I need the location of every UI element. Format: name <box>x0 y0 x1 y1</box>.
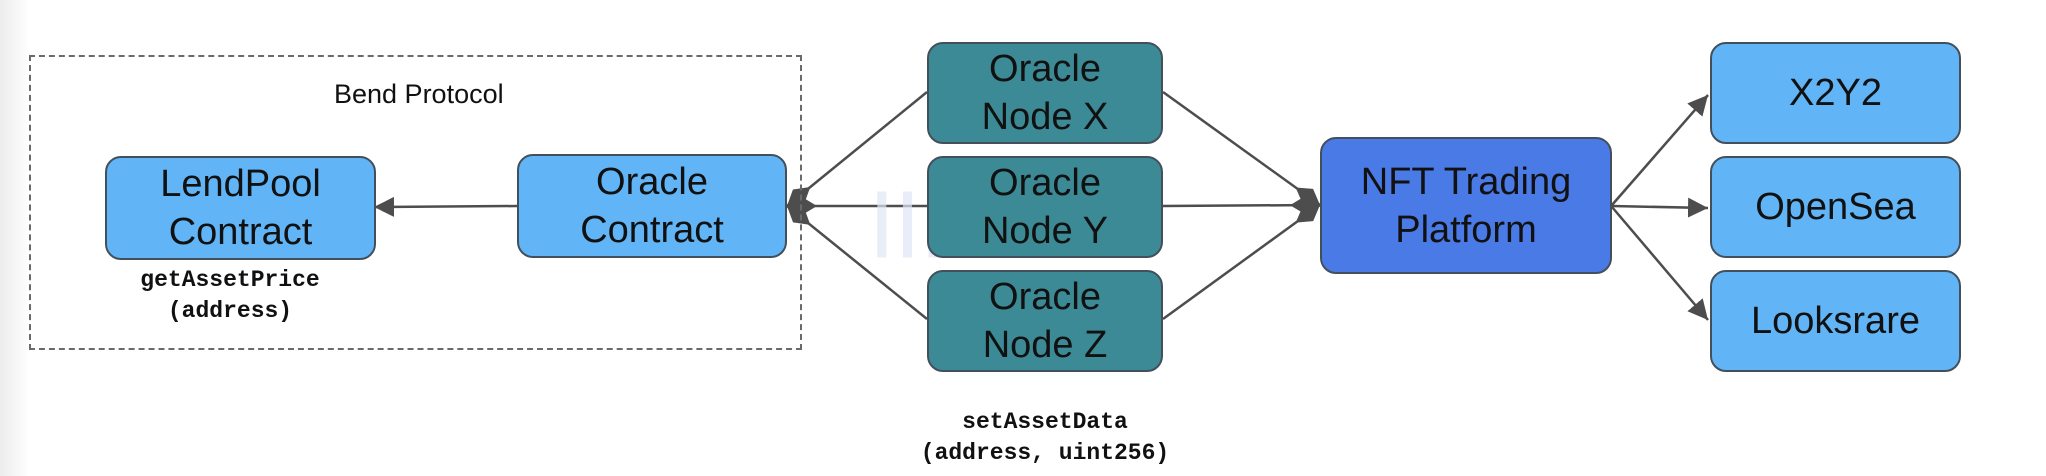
oracle-node-z: Oracle Node Z <box>927 270 1163 372</box>
looksrare-node: Looksrare <box>1710 270 1961 372</box>
oracle-node-y: Oracle Node Y <box>927 156 1163 258</box>
edge-node-x-to-oracle-contract <box>786 91 928 207</box>
get-asset-price-label: getAssetPrice (address) <box>140 267 320 324</box>
edge-platform-to-x2y2 <box>1611 94 1709 206</box>
edge-node-z-to-platform <box>1162 203 1321 321</box>
edge-node-y-to-platform <box>1162 196 1321 215</box>
nft-trading-platform-node: NFT Trading Platform <box>1320 137 1612 274</box>
bend-protocol-group <box>29 55 802 350</box>
lendpool-contract-node: LendPool Contract <box>105 156 376 260</box>
edge-platform-to-opensea <box>1611 197 1709 218</box>
edge-oracle-contract-to-lendpool <box>373 196 518 217</box>
edge-node-z-to-oracle-contract <box>786 205 928 320</box>
bend-protocol-title: Bend Protocol <box>334 79 504 109</box>
x2y2-node: X2Y2 <box>1710 42 1961 144</box>
oracle-node-x: Oracle Node X <box>927 42 1163 144</box>
opensea-node: OpenSea <box>1710 156 1961 258</box>
edge-node-x-to-platform <box>1162 90 1321 207</box>
set-asset-data-label: setAssetData (address, uint256) <box>920 409 1170 466</box>
oracle-contract-node: Oracle Contract <box>517 154 787 258</box>
edge-platform-to-looksrare <box>1611 206 1709 321</box>
